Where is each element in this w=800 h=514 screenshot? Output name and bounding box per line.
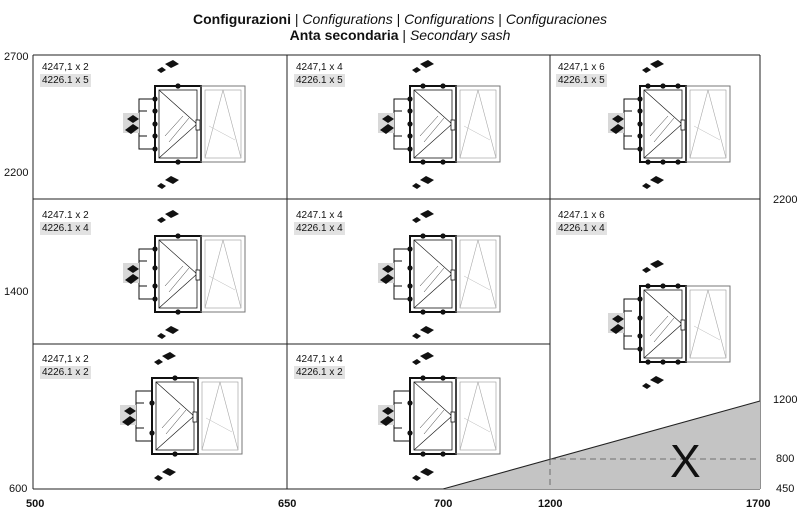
x-axis-label: 1200 [538,498,563,510]
title-es: Configuraciones [505,11,607,27]
cell-label-line-1: 4247.1 x 4 [296,210,343,221]
cell-label-line-2: 4226.1 x 5 [40,74,91,87]
cell-label-line-1: 4247,1 x 2 [42,354,89,365]
subtitle-separator: | [398,27,410,43]
title-it: Configurazioni [193,11,291,27]
y-axis-left-label: 600 [9,483,28,495]
cell-label-line-1: 4247.1 x 2 [42,210,89,221]
y-axis-right-label: 2200 [773,194,798,206]
cell-label-line-2: 4226.1 x 5 [294,74,345,87]
cell-label-line-2: 4226.1 x 2 [294,366,345,379]
cell-label-line-2: 4226.1 x 4 [294,222,345,235]
cell-label-line-2: 4226.1 x 4 [556,222,607,235]
window-drawing-8 [377,351,501,482]
cell-label-line-1: 4247.1 x 6 [558,210,605,221]
title-fr: Configurations [404,11,495,27]
x-axis-label: 650 [278,498,297,510]
cell-label-line-2: 4226.1 x 4 [40,222,91,235]
cell-label-line-2: 4226.1 x 5 [556,74,607,87]
y-axis-left-label: 1400 [4,286,29,298]
title-line-1: Configurazioni | Configurations | Config… [0,11,800,27]
y-axis-left-label: 2700 [4,51,29,63]
grid-lines [32,54,761,490]
window-drawing-5 [377,209,501,340]
x-axis-label: 1700 [746,498,771,510]
y-axis-right-label: 1200 [773,394,798,406]
cell-label-line-2: 4226.1 x 2 [40,366,91,379]
y-axis-right-label: 800 [776,453,795,465]
excluded-x-mark: X [670,435,701,487]
y-axis-left-label: 2200 [4,167,29,179]
title-separator: | [494,11,506,27]
title-separator: | [392,11,405,27]
x-axis-label: 500 [26,498,45,510]
subtitle-it: Anta secondaria [289,27,399,43]
title-en: Configurations [302,11,393,27]
window-drawing-6 [607,259,731,390]
window-drawing-1 [122,59,246,190]
subtitle-en: Secondary sash [409,27,511,43]
window-drawing-4 [122,209,246,340]
cell-label-line-1: 4247,1 x 4 [296,62,343,73]
cell-label-line-1: 4247,1 x 2 [42,62,89,73]
title-line-2: Anta secondaria | Secondary sash [0,27,800,43]
cell-label-line-1: 4247,1 x 4 [296,354,343,365]
window-drawing-3 [607,59,731,190]
y-axis-right-label: 450 [776,483,795,495]
title-separator: | [291,11,303,27]
x-axis-label: 700 [434,498,453,510]
window-drawing-7 [119,351,243,482]
window-drawing-2 [377,59,501,190]
cell-label-line-1: 4247,1 x 6 [558,62,605,73]
